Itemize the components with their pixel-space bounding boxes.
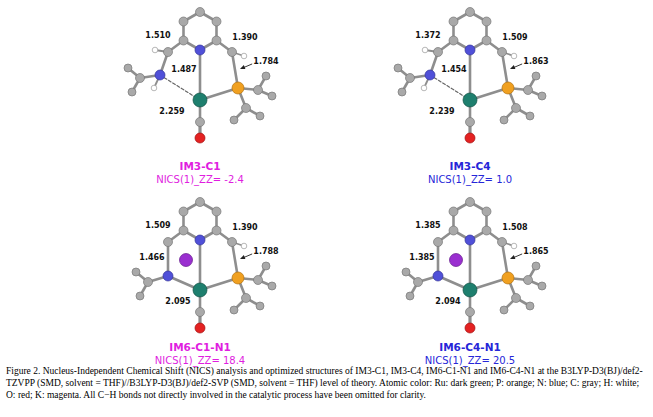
bond-length: 1.390 [231,224,258,232]
bond-length: 1.390 [231,34,258,42]
bond-length: 1.788 [252,248,279,256]
bond-length: 1.385 [414,222,441,230]
bond-length: 1.454 [440,66,467,74]
bond-length: 2.239 [428,108,455,116]
bond-length: 1.863 [522,58,549,66]
nics-value: NICS(1)_ZZ= -2.4 [156,175,244,185]
molecule-im3-c4 [394,8,546,144]
figure-caption: Figure 2. Nucleus-Independent Chemical S… [6,365,647,401]
bond-length: 1.865 [522,248,549,256]
molecule-im6-c1-n1 [132,198,276,334]
bond-length: 2.094 [434,298,461,306]
bond-length: 1.466 [138,254,165,262]
bond-length: 1.487 [170,66,197,74]
nics-value: NICS(1)_ZZ= 20.5 [425,356,515,366]
structure-name: IM6-C1-N1 [169,342,230,353]
bond-length: 1.509 [144,222,171,230]
structure-name: IM3-C1 [179,161,220,172]
bond-length: 1.385 [408,254,435,262]
bond-length: 2.259 [158,108,185,116]
molecule-im6-c4-n1 [402,198,546,334]
bond-length: 2.095 [164,298,191,306]
bond-length: 1.510 [144,32,171,40]
bond-length: 1.508 [501,224,528,232]
nics-value: NICS(1)_ZZ= 1.0 [428,175,512,185]
bond-length: 1.372 [414,32,441,40]
nics-value: NICS(1)_ZZ= 18.4 [155,356,245,366]
bond-length: 1.509 [501,34,528,42]
structure-name: IM6-C4-N1 [439,342,500,353]
bond-length: 1.784 [252,58,279,66]
molecule-im3-c1 [124,8,276,144]
structure-name: IM3-C4 [449,161,490,172]
